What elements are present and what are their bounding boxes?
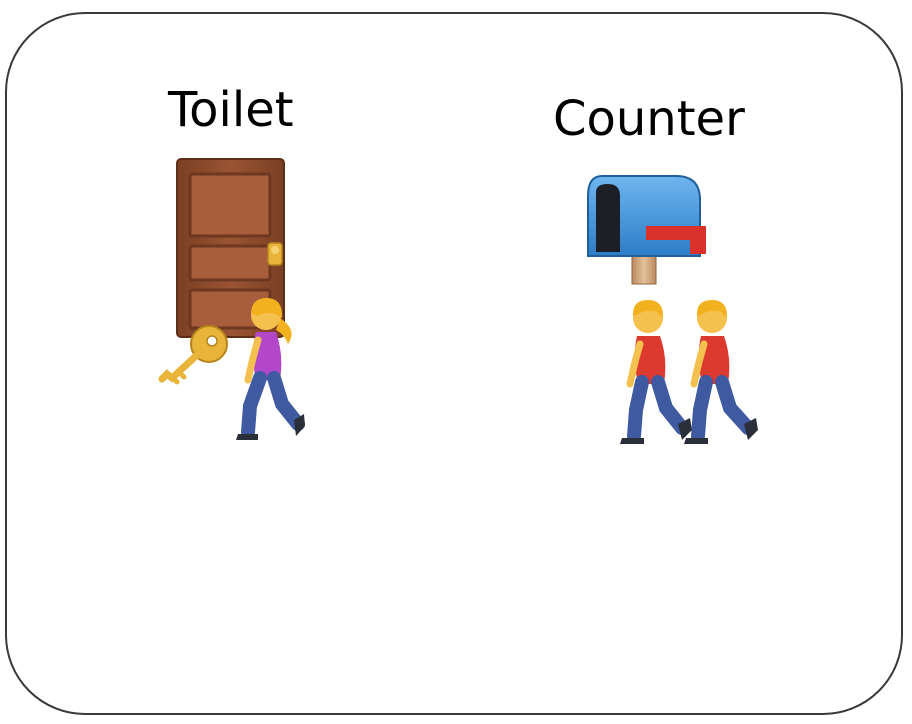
counter-label: Counter [553, 91, 745, 147]
key-icon [158, 325, 228, 385]
diagram-frame [5, 12, 903, 715]
woman-walking-icon [236, 297, 305, 440]
toilet-label: Toilet [168, 82, 294, 138]
open-mailbox-icon [587, 175, 706, 285]
man-walking-icon [620, 300, 692, 444]
door-icon [176, 158, 285, 338]
man-walking-icon [684, 300, 758, 444]
